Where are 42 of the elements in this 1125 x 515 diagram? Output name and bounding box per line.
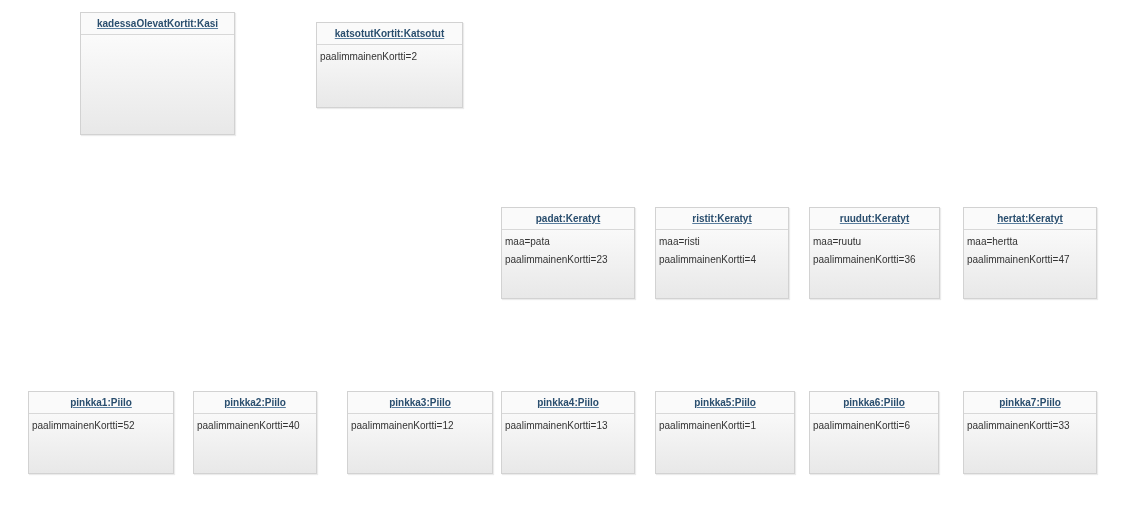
object-name: pinkka7:Piilo — [999, 397, 1061, 408]
object-box — [963, 207, 1097, 299]
object-name: padat:Keratyt — [535, 213, 601, 224]
attribute-text: paalimmainenKortti=1 — [658, 420, 757, 432]
attribute-text: paalimmainenKortti=2 — [319, 51, 418, 63]
object-name: pinkka3:Piilo — [389, 397, 451, 408]
attribute-text: paalimmainenKortti=23 — [504, 254, 609, 266]
object-box — [501, 207, 635, 299]
object-box — [193, 391, 317, 474]
attribute-text: paalimmainenKortti=12 — [350, 420, 455, 432]
object-box — [316, 22, 463, 108]
attribute-text: paalimmainenKortti=13 — [504, 420, 609, 432]
attribute-text: maa=risti — [658, 236, 701, 248]
object-box — [28, 391, 174, 474]
attribute-text: paalimmainenKortti=40 — [196, 420, 301, 432]
attribute-text: paalimmainenKortti=52 — [31, 420, 136, 432]
attribute-text: maa=pata — [504, 236, 551, 248]
object-box — [809, 207, 940, 299]
object-box — [347, 391, 493, 474]
object-box — [655, 207, 789, 299]
object-box — [809, 391, 939, 474]
attribute-text: paalimmainenKortti=4 — [658, 254, 757, 266]
object-name: pinkka5:Piilo — [694, 397, 756, 408]
attribute-text: maa=ruutu — [812, 236, 863, 248]
object-name: kadessaOlevatKortit:Kasi — [96, 18, 219, 29]
attribute-text: paalimmainenKortti=33 — [966, 420, 1071, 432]
object-name: pinkka1:Piilo — [70, 397, 132, 408]
object-name: ruudut:Keratyt — [839, 213, 910, 224]
object-box — [80, 12, 235, 135]
attribute-text: paalimmainenKortti=6 — [812, 420, 911, 432]
attribute-text: maa=hertta — [966, 236, 1019, 248]
object-box — [963, 391, 1097, 474]
attribute-text: paalimmainenKortti=36 — [812, 254, 917, 266]
object-box — [655, 391, 795, 474]
object-name: hertat:Keratyt — [997, 213, 1063, 224]
object-name: katsotutKortit:Katsotut — [334, 28, 445, 39]
object-name: ristit:Keratyt — [692, 213, 752, 224]
object-box — [501, 391, 635, 474]
object-name: pinkka2:Piilo — [224, 397, 286, 408]
attribute-text: paalimmainenKortti=47 — [966, 254, 1071, 266]
object-name: pinkka4:Piilo — [537, 397, 599, 408]
object-name: pinkka6:Piilo — [843, 397, 905, 408]
